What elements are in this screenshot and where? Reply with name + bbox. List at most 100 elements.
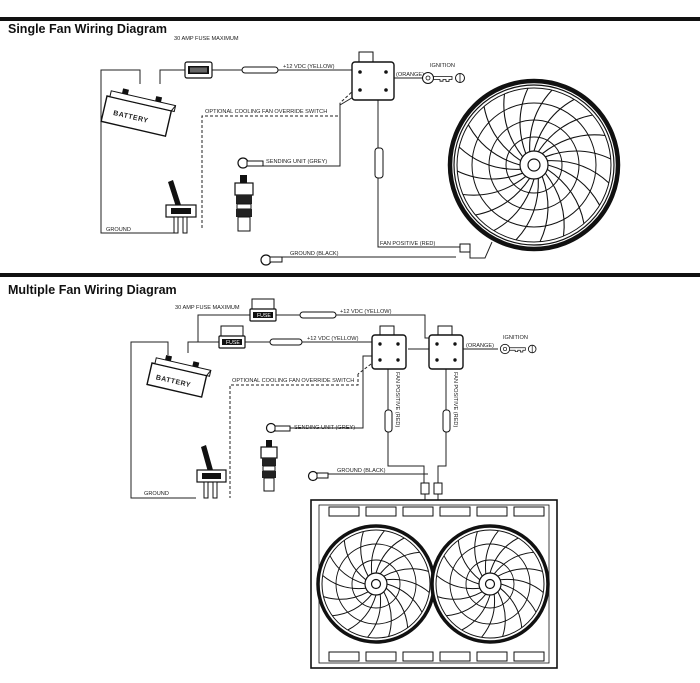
red-wire-connector: [374, 147, 384, 179]
fan-blade: [385, 587, 409, 628]
multiple-fan-diagram: BATTERY FUSE FUSE: [130, 298, 558, 669]
fan-blade: [539, 176, 549, 243]
fan-blade: [544, 172, 565, 237]
orange-wire-label: (ORANGE): [466, 343, 494, 349]
fan-positive-label-b: FAN POSITIVE (RED): [452, 372, 458, 427]
override-switch-icon: [196, 445, 227, 499]
override-switch-label: OPTIONAL COOLING FAN OVERRIDE SWITCH: [205, 109, 327, 115]
multiple-fan-title: Multiple Fan Wiring Diagram: [8, 283, 177, 297]
ignition-key-icon: [422, 72, 465, 84]
fuse-label: 30 AMP FUSE MAXIMUM: [175, 305, 240, 311]
battery-icon: BATTERY: [146, 354, 212, 398]
fan-blade: [484, 530, 499, 574]
fan-blade: [461, 594, 491, 631]
fan-blade: [437, 591, 483, 600]
fan-blade: [367, 594, 382, 638]
shroud-tab: [402, 651, 434, 662]
sending-unit-label: SENDING UNIT (GREY): [294, 425, 355, 431]
sending-unit-label: SENDING UNIT (GREY): [266, 159, 327, 165]
fan-blade: [462, 175, 527, 196]
shroud-tab: [328, 506, 360, 517]
fan-blade: [545, 150, 612, 160]
shroud-tab: [439, 651, 471, 662]
override-switch-icon: [165, 180, 197, 234]
fan-blade: [533, 98, 575, 152]
fan-blade: [500, 578, 544, 593]
fan-blade: [519, 87, 529, 154]
cooling-fan-icon: [447, 78, 621, 252]
relay-icon-a: [371, 325, 407, 370]
yellow-wire-connector: [241, 66, 279, 74]
fuse-icon: [184, 61, 213, 79]
fan-blade: [529, 89, 553, 152]
yellow-wire-label-b: +12 VDC (YELLOW): [307, 336, 359, 342]
shroud-tab: [513, 651, 545, 662]
fan-blade: [458, 146, 521, 170]
ground-label: GROUND: [144, 491, 169, 497]
fan-blade: [483, 106, 522, 162]
yellow-wire-connector-b: [269, 338, 303, 346]
yellow-wire-label: +12 VDC (YELLOW): [283, 64, 335, 70]
fan-blade: [474, 531, 483, 577]
shroud-tab: [439, 506, 471, 517]
fuse-tag-b: FUSE: [226, 340, 240, 346]
fan-blade: [546, 168, 585, 224]
fan-blade: [322, 575, 366, 590]
single-fan-diagram: BATTERY: [100, 36, 621, 266]
sending-wire-terminal: [237, 157, 264, 169]
fan-blade: [443, 555, 480, 585]
fan-blade: [497, 568, 543, 577]
fan-blade: [503, 93, 524, 158]
single-wires: [100, 66, 493, 259]
fan-blade: [383, 568, 429, 577]
shroud-tab: [328, 651, 360, 662]
fuse-icon-b: FUSE: [218, 325, 246, 349]
fan-blade: [547, 160, 610, 184]
relay-icon-b: [428, 325, 464, 370]
sending-unit-icon: [260, 440, 278, 492]
fan-blade: [537, 114, 593, 153]
fan-blade: [489, 537, 519, 574]
fan-connector-a: [420, 482, 430, 495]
sending-unit-icon: [234, 175, 254, 232]
sending-wire-terminal: [265, 422, 291, 434]
ground-black-label: GROUND (BLACK): [290, 251, 339, 257]
fan-blade: [515, 178, 539, 241]
shroud-tab: [365, 651, 397, 662]
ground-label: GROUND: [106, 227, 131, 233]
fan-blade: [323, 591, 369, 600]
fan-blade: [436, 575, 480, 590]
fan-blade: [370, 530, 385, 574]
fan-blade: [446, 593, 487, 617]
fuse-icon-a: FUSE: [249, 298, 277, 322]
fan-positive-label: FAN POSITIVE (RED): [380, 241, 435, 247]
fan-blade: [329, 555, 366, 585]
fan-blade: [493, 178, 535, 232]
fan-blade: [332, 593, 373, 617]
fan-connector: [459, 243, 471, 253]
ground-terminal: [260, 254, 283, 266]
fan-blade: [547, 164, 601, 206]
fan-blade: [386, 583, 423, 613]
override-switch-label: OPTIONAL COOLING FAN OVERRIDE SWITCH: [232, 378, 354, 384]
orange-wire-label: (ORANGE): [396, 72, 424, 78]
ignition-label: IGNITION: [430, 63, 455, 69]
fan-connector-b: [433, 482, 443, 495]
fan-blade: [493, 551, 534, 575]
fan-blade: [343, 540, 367, 581]
left-fan-icon: [316, 524, 436, 644]
fuse-label: 30 AMP FUSE MAXIMUM: [174, 36, 239, 42]
red-wire-connector-a: [384, 409, 393, 433]
ground-black-label: GROUND (BLACK): [337, 468, 386, 474]
yellow-wire-connector-a: [299, 311, 337, 319]
fan-blade: [456, 170, 523, 180]
fan-blade: [375, 537, 405, 574]
fan-blade: [386, 578, 430, 593]
fan-positive-label-a: FAN POSITIVE (RED): [394, 372, 400, 427]
ignition-label: IGNITION: [503, 335, 528, 341]
shroud-tab: [513, 506, 545, 517]
single-fan-title: Single Fan Wiring Diagram: [8, 22, 167, 36]
ground-terminal: [307, 470, 329, 482]
relay-icon: [351, 51, 395, 101]
